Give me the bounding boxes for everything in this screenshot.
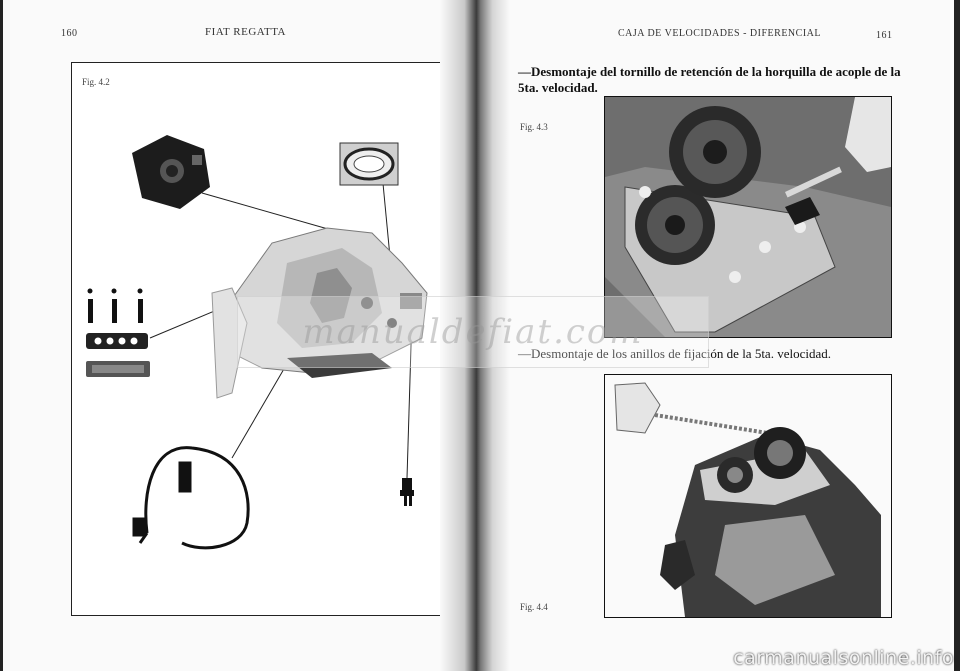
bolts-part: [87, 288, 143, 323]
left-page: 160 FIAT REGATTA Fig. 4.2: [0, 0, 478, 671]
right-page-number: 161: [876, 30, 893, 41]
book-gutter-shadow: [440, 0, 510, 671]
right-running-header: CAJA DE VELOCIDADES - DIFERENCIAL: [618, 28, 821, 39]
figure-4-4-label: Fig. 4.4: [520, 602, 548, 612]
figure-4-3-photo: [604, 96, 892, 338]
gaskets-part: [86, 333, 150, 377]
center-watermark: manualdefiat.com: [237, 296, 709, 368]
figure-4-2-label: Fig. 4.2: [82, 77, 110, 87]
left-running-header: FIAT REGATTA: [205, 26, 287, 38]
caption-remove-retaining-rings: —Desmontaje de los anillos de fijación d…: [518, 346, 831, 361]
exploded-gearbox-diagram-icon: [86, 135, 428, 550]
right-page: CAJA DE VELOCIDADES - DIFERENCIAL 161 —D…: [478, 0, 956, 671]
page-edge: [954, 0, 960, 671]
gearbox-retaining-rings-photo-icon: [605, 375, 891, 617]
caption-remove-fork-bolt: —Desmontaje del tornillo de retención de…: [518, 64, 901, 95]
figure-4-4-photo: [604, 374, 892, 618]
switch-part: [400, 478, 414, 506]
figure-4-2-frame: Fig. 4.2: [71, 62, 445, 616]
footer-watermark: carmanualsonline.info: [733, 647, 954, 669]
gearbox-casing-part: [211, 227, 428, 399]
bearing-housing-part: [132, 135, 210, 209]
gearbox-fork-bolt-photo-icon: [605, 97, 891, 337]
sensor-cable-part: [132, 446, 250, 550]
left-page-number: 160: [61, 28, 78, 39]
seal-plate-part: [339, 142, 399, 186]
figure-4-3-label: Fig. 4.3: [520, 122, 548, 132]
